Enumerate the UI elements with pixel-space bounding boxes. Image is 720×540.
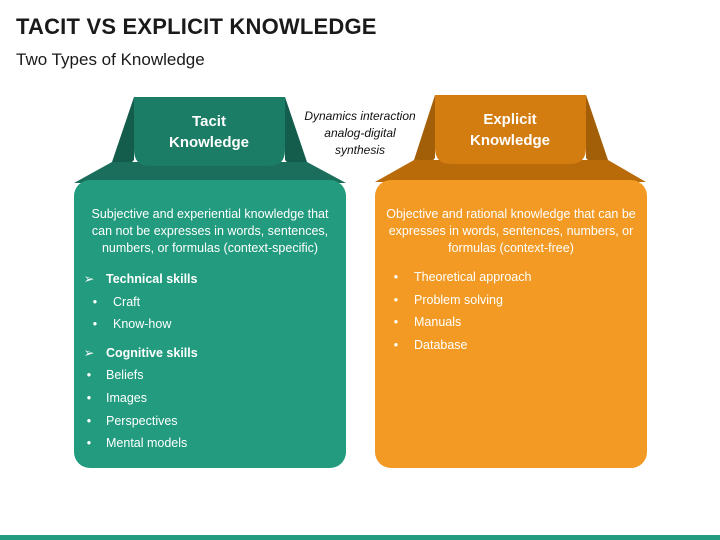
tacit-item: • Craft xyxy=(74,291,346,314)
dot-icon: • xyxy=(393,292,399,307)
tacit-tab-side-left xyxy=(112,97,134,183)
tacit-item: • Perspectives xyxy=(74,410,346,433)
dot-icon: • xyxy=(86,390,92,405)
dot-icon: • xyxy=(86,413,92,428)
tacit-heading-technical: ➢ Technical skills xyxy=(74,268,346,291)
interaction-note-line2: analog-digital xyxy=(324,126,396,140)
explicit-tab-base xyxy=(375,160,646,182)
dot-icon: • xyxy=(393,337,399,352)
tacit-item: • Beliefs xyxy=(74,364,346,387)
tacit-tab-side-right xyxy=(285,97,307,183)
explicit-item: • Database xyxy=(375,334,647,357)
explicit-tab xyxy=(435,95,586,164)
tacit-item: • Images xyxy=(74,387,346,410)
dot-icon: • xyxy=(86,368,92,383)
explicit-description: Objective and rational knowledge that ca… xyxy=(386,207,636,255)
explicit-tab-label: Explicit Knowledge xyxy=(435,109,585,151)
dot-icon: • xyxy=(92,294,98,309)
explicit-item: • Theoretical approach xyxy=(375,266,647,289)
dot-icon: • xyxy=(86,436,92,451)
dot-icon: • xyxy=(393,270,399,284)
explicit-item: • Problem solving xyxy=(375,289,647,312)
tacit-description: Subjective and experiential knowledge th… xyxy=(91,207,329,255)
explicit-list: • Theoretical approach • Problem solving… xyxy=(375,266,647,356)
tacit-tab xyxy=(134,97,285,166)
tacit-tab-line2: Knowledge xyxy=(168,134,249,151)
page-subtitle: Two Types of Knowledge xyxy=(16,50,205,69)
dot-icon: • xyxy=(92,317,98,332)
explicit-item: • Manuals xyxy=(375,311,647,334)
interaction-note-line1: Dynamics interaction xyxy=(304,109,416,123)
tacit-heading-cognitive: ➢ Cognitive skills xyxy=(74,342,346,365)
explicit-panel: Objective and rational knowledge that ca… xyxy=(375,180,647,468)
arrowhead-icon: ➢ xyxy=(83,345,95,360)
tacit-item: • Know-how xyxy=(74,313,346,336)
dot-icon: • xyxy=(393,315,399,330)
footer-bar xyxy=(0,535,720,540)
explicit-tab-line2: Knowledge xyxy=(469,132,550,149)
tacit-tab-label: Tacit Knowledge xyxy=(134,111,284,153)
arrowhead-icon: ➢ xyxy=(83,272,95,286)
interaction-note-line3: synthesis xyxy=(334,143,386,157)
tacit-tab-line1: Tacit xyxy=(192,113,226,130)
tacit-panel: Subjective and experiential knowledge th… xyxy=(74,180,346,468)
tacit-item: • Mental models xyxy=(74,432,346,455)
tacit-list: ➢ Technical skills • Craft • Know-how ➢ … xyxy=(74,268,346,455)
tacit-tab-base xyxy=(74,162,346,183)
explicit-tab-line1: Explicit xyxy=(483,111,537,128)
interaction-note: Dynamics interaction analog-digital synt… xyxy=(288,108,432,159)
page-title: TACIT VS EXPLICIT KNOWLEDGE xyxy=(16,14,377,39)
